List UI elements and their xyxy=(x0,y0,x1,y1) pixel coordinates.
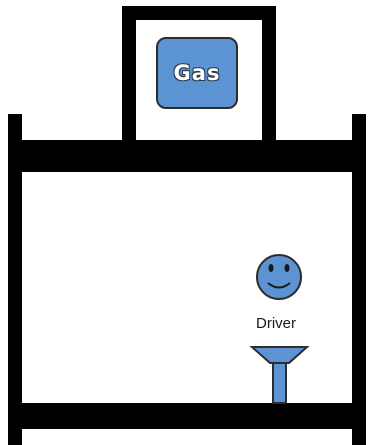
bottom-plate xyxy=(8,403,366,429)
gas-box xyxy=(156,37,238,109)
middle-plate xyxy=(8,140,366,172)
stand-pedestal xyxy=(249,346,310,404)
upper-chamber-top xyxy=(122,6,276,20)
left-wall xyxy=(8,114,22,445)
smiley-face-icon xyxy=(256,254,302,300)
upper-chamber-right-wall xyxy=(262,6,276,146)
driver-label: Driver xyxy=(256,315,296,332)
upper-chamber-left-wall xyxy=(122,6,136,146)
right-wall xyxy=(352,114,366,445)
